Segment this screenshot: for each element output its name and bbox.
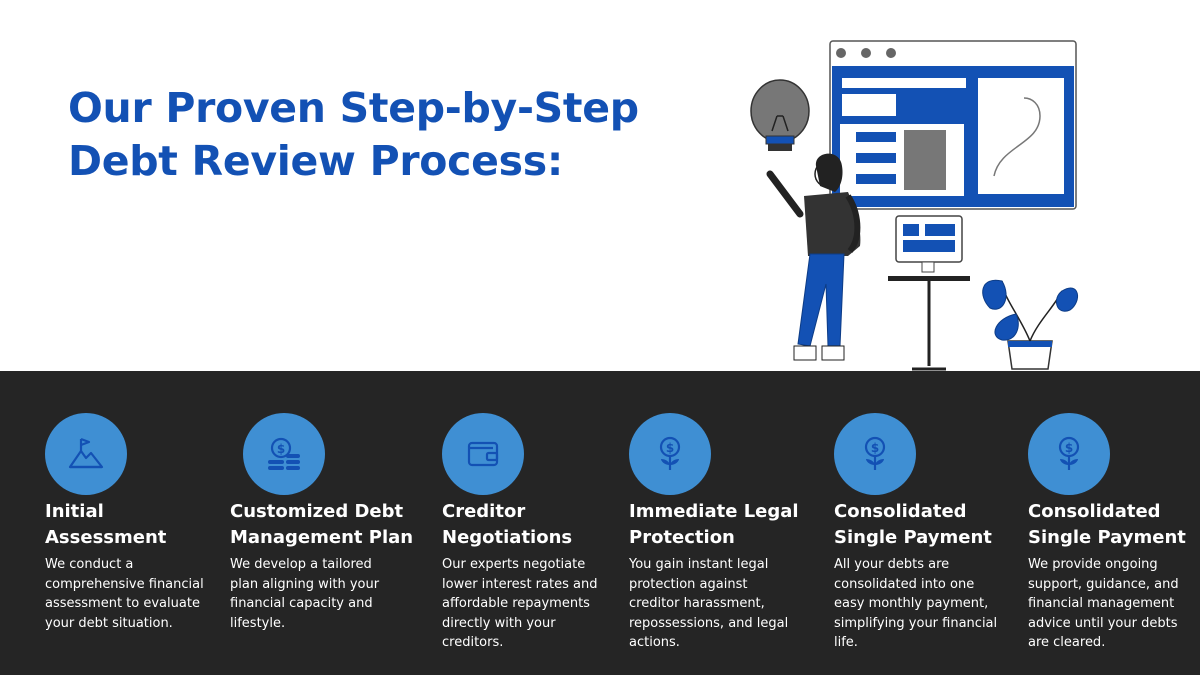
money-plant-icon: $: [659, 436, 681, 470]
page-title: Our Proven Step-by-Step Debt Review Proc…: [68, 82, 708, 188]
step-heading-line-1: Consolidated: [834, 501, 967, 522]
coins-dollar-icon: $: [268, 437, 300, 470]
step-heading-line-2: Management Plan: [230, 527, 414, 548]
header-section: Our Proven Step-by-Step Debt Review Proc…: [68, 40, 1078, 371]
step-icon-circle: $: [243, 413, 325, 495]
step-heading-line-1: Customized Debt: [230, 501, 404, 522]
step-heading-line-2: Negotiations: [442, 527, 573, 548]
step-icon-circle: $: [834, 413, 916, 495]
step-description: We conduct a comprehensive financial ass…: [45, 557, 204, 631]
person-with-lightbulb-and-screen-illustration: [750, 40, 1078, 371]
page-title-line-1: Our Proven Step-by-Step: [68, 84, 639, 132]
step-description: Our experts negotiate lower interest rat…: [442, 557, 598, 650]
step-description: You gain instant legal protection agains…: [629, 557, 789, 650]
wallet-icon: [467, 441, 499, 467]
step-heading-line-1: Immediate Legal: [629, 501, 799, 522]
step-heading-line-1: Consolidated: [1028, 501, 1161, 522]
step-heading: Creditor Negotiations: [442, 499, 632, 551]
step-heading-line-1: Creditor: [442, 501, 526, 522]
svg-text:$: $: [871, 441, 879, 455]
money-plant-icon: $: [864, 436, 886, 470]
page-title-line-2: Debt Review Process:: [68, 137, 563, 185]
step-heading: Consolidated Single Payment: [834, 499, 1024, 551]
mountain-flag-icon: [68, 437, 104, 469]
svg-text:$: $: [277, 442, 285, 456]
svg-text:$: $: [666, 441, 674, 455]
money-plant-icon: $: [1058, 436, 1080, 470]
process-steps-section: Initial Assessment We conduct a comprehe…: [0, 371, 1200, 675]
step-heading: Initial Assessment: [45, 499, 235, 551]
step-icon-circle: $: [1028, 413, 1110, 495]
step-icon-circle: [442, 413, 524, 495]
step-icon-circle: $: [629, 413, 711, 495]
step-heading: Immediate Legal Protection: [629, 499, 819, 551]
step-description: All your debts are consolidated into one…: [834, 557, 998, 650]
step-description: We provide ongoing support, guidance, an…: [1028, 557, 1179, 650]
svg-text:$: $: [1065, 441, 1073, 455]
step-heading-line-1: Initial: [45, 501, 104, 522]
step-heading: Customized Debt Management Plan: [230, 499, 420, 551]
step-heading-line-2: Single Payment: [1028, 527, 1186, 548]
step-description: We develop a tailored plan aligning with…: [230, 557, 380, 631]
step-heading: Consolidated Single Payment: [1028, 499, 1200, 551]
step-heading-line-2: Single Payment: [834, 527, 992, 548]
step-heading-line-2: Protection: [629, 527, 735, 548]
step-icon-circle: [45, 413, 127, 495]
step-heading-line-2: Assessment: [45, 527, 167, 548]
